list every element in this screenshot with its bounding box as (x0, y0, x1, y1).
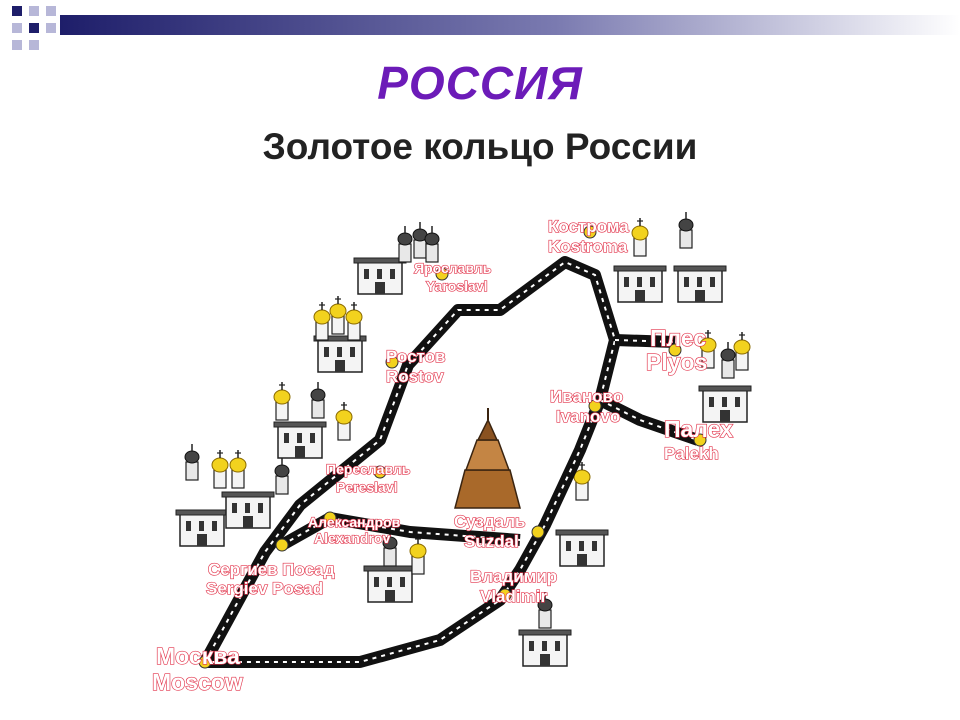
header-bar (60, 15, 960, 35)
city-label-pereslavl-en: Pereslavl (336, 479, 398, 495)
city-dot-yaroslavl (435, 267, 449, 281)
city-label-sergiev-en: Sergiev Posad (206, 579, 323, 598)
page-title: РОССИЯ (377, 57, 583, 109)
header-square (46, 6, 56, 16)
header-square (29, 23, 39, 33)
city-dot-ivanovo (588, 399, 602, 413)
city-label-yaroslavl-ru: Ярославль (414, 260, 492, 276)
road-branch-alexandrov-dashes (281, 516, 521, 546)
city-label-rostov-en: Rostov (386, 367, 444, 386)
pereslavl-landmark-icon (273, 381, 353, 459)
page-subtitle: Золотое кольцо России (262, 126, 698, 167)
city-label-suzdal-ru: Суздаль (454, 512, 525, 531)
city-label-suzdal-en: Suzdal (464, 532, 519, 551)
city-label-palekh-en: Palekh (664, 444, 719, 463)
city-label-moscow-ru: Москва (156, 643, 240, 669)
city-label-alexandrov-ru: Александров (308, 514, 401, 530)
city-label-alexandrov-en: Alexandrov (314, 530, 390, 546)
city-dot-suzdal (531, 525, 545, 539)
city-label-sergiev-ru: Сергиев Посад (208, 560, 335, 579)
city-dot-pereslavl (373, 465, 387, 479)
city-dot-sergiev-posad (275, 538, 289, 552)
header-square (12, 40, 22, 50)
header-square (29, 6, 39, 16)
ring-road (199, 256, 700, 668)
city-dot-rostov (385, 355, 399, 369)
suzdal-landmark-icon (454, 408, 521, 509)
city-label-ivanovo-ru: Иваново (550, 387, 623, 406)
city-label-palekh-ru: Палех (664, 416, 733, 442)
city-label-yaroslavl-en: Yaroslavl (426, 278, 488, 294)
city-label-plyos-en: Plyos (646, 349, 707, 375)
city-label-vladimir-ru: Владимир (470, 567, 557, 586)
header-square (29, 40, 39, 50)
city-label-vladimir-en: Vladimir (480, 587, 547, 606)
city-label-kostroma-en: Kostroma (548, 237, 628, 256)
city-labels: Кострома Kostroma Ярославль Yaroslavl Пл… (151, 216, 733, 695)
sergiev-posad-landmark-icon (175, 443, 290, 547)
city-label-moscow-en: Moscow (152, 669, 243, 695)
city-dot-kostroma (583, 225, 597, 239)
road-branch-plyos-dashes (599, 339, 699, 441)
city-label-plyos-ru: Плес (650, 325, 706, 351)
city-dot-alexandrov (323, 511, 337, 525)
header-square (46, 23, 56, 33)
city-dot-moscow (198, 655, 212, 669)
city-dot-vladimir (498, 588, 512, 602)
city-label-ivanovo-en: Ivanovo (556, 407, 620, 426)
city-label-kostroma-ru: Кострома (548, 217, 629, 236)
city-label-pereslavl-ru: Переславль (326, 461, 411, 477)
header-square (12, 6, 22, 16)
city-dot-plyos (668, 343, 682, 357)
header-square (12, 23, 22, 33)
rostov-landmark-icon (313, 295, 367, 373)
city-dot-palekh (693, 433, 707, 447)
header-decoration (12, 6, 960, 50)
plyos-landmark-icon (698, 329, 752, 423)
city-dots (198, 225, 707, 669)
city-label-rostov-ru: Ростов (386, 347, 445, 366)
kostroma-landmark-icon (613, 211, 727, 303)
